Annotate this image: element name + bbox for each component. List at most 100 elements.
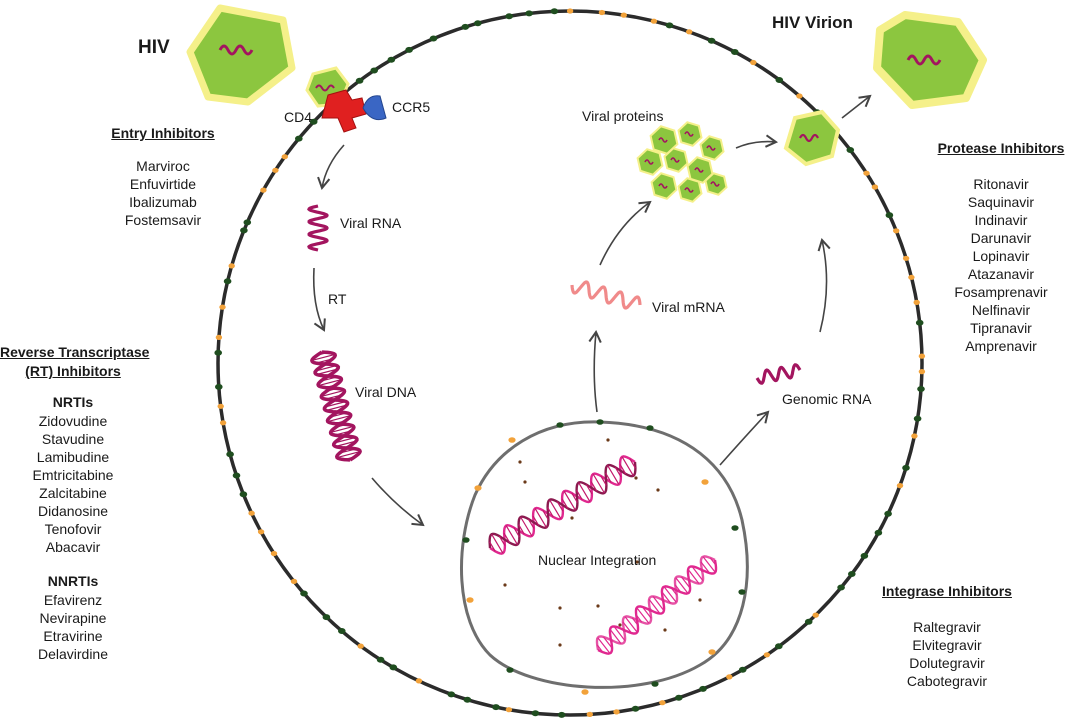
base-pair xyxy=(316,368,338,376)
membrane-protein-orange xyxy=(863,170,870,176)
base-pair xyxy=(489,541,496,552)
arrow-nucleus-to-genomic-rna xyxy=(719,410,770,466)
viral-mrna-strand xyxy=(570,280,642,310)
flow-arrows xyxy=(312,94,872,527)
base-pair xyxy=(327,415,351,423)
membrane-protein-dark xyxy=(731,49,739,55)
membrane-protein-orange xyxy=(763,652,771,658)
membrane-protein-dark xyxy=(429,35,438,42)
membrane-protein-dark xyxy=(322,614,331,621)
membrane-protein-dark xyxy=(447,691,456,698)
base-pair xyxy=(527,518,535,529)
chromatin-dot xyxy=(606,438,610,442)
base-pair xyxy=(688,577,692,582)
genomic-rna-strand xyxy=(755,363,802,385)
base-pair xyxy=(699,568,703,573)
nnrti-title: NNRTIs xyxy=(47,573,99,589)
base-pair xyxy=(311,353,336,361)
arrow-nucleus-to-mrna xyxy=(588,329,602,413)
chromatin-dot xyxy=(656,488,660,492)
viral-mrna-label: Viral mRNA xyxy=(652,299,725,315)
drug-item: Atazanavir xyxy=(967,266,1035,282)
membrane-protein-dark xyxy=(665,22,674,29)
base-pair xyxy=(621,456,634,477)
chromatin-dots xyxy=(503,438,702,647)
base-pair xyxy=(576,489,583,501)
viral-protein xyxy=(677,121,703,147)
cd4-receptor xyxy=(321,89,367,133)
membrane-protein-dark xyxy=(214,349,222,356)
base-pair xyxy=(321,389,345,397)
chromatin-dot xyxy=(523,480,527,484)
base-pair xyxy=(596,644,604,653)
base-pair xyxy=(556,501,564,512)
membrane-protein-orange xyxy=(911,433,918,439)
base-pair xyxy=(607,465,620,485)
rt-label: RT xyxy=(328,291,347,307)
membrane-protein-orange xyxy=(248,510,255,516)
base-pair xyxy=(648,599,661,614)
viral-protein xyxy=(699,135,725,161)
drug-item: Enfuvirtide xyxy=(129,176,197,192)
base-pair xyxy=(649,607,653,612)
membrane-protein-dark xyxy=(738,666,747,673)
protein-rna-squiggle xyxy=(658,137,668,143)
base-pair xyxy=(624,616,638,633)
base-pair xyxy=(320,376,338,382)
base-pair xyxy=(636,607,650,624)
drug-item: Lopinavir xyxy=(972,248,1030,264)
membrane-protein-orange xyxy=(505,707,513,713)
base-pair xyxy=(325,394,343,400)
chromatin-dot xyxy=(698,598,702,602)
chromatin-dot xyxy=(634,476,638,480)
membrane-protein-orange xyxy=(566,8,574,14)
arrow-dna-to-nucleus xyxy=(371,477,425,527)
base-pair xyxy=(614,466,622,478)
membrane-protein-dark xyxy=(775,77,784,83)
base-pair xyxy=(339,448,357,454)
base-pair xyxy=(661,591,672,604)
drug-item: Emtricitabine xyxy=(32,467,114,483)
membrane-protein-orange xyxy=(913,299,920,305)
base-pair xyxy=(609,629,622,644)
membrane-protein-dark xyxy=(223,278,232,285)
viral-protein-cluster xyxy=(636,121,728,203)
nuclear-pore xyxy=(508,437,516,443)
membrane-protein-dark xyxy=(837,584,845,591)
nuclear-pore xyxy=(651,681,659,687)
membrane-protein-dark xyxy=(557,711,566,718)
base-pair xyxy=(631,617,639,626)
drug-item: Efavirenz xyxy=(43,592,103,608)
chromatin-dot xyxy=(618,623,622,627)
base-pair xyxy=(563,490,576,511)
membrane-protein-dark xyxy=(885,212,894,219)
base-pair xyxy=(323,363,328,366)
membrane-protein-dark xyxy=(707,37,716,44)
membrane-protein-orange xyxy=(357,643,364,649)
base-pair xyxy=(335,423,347,428)
nuclear-pore xyxy=(708,649,716,655)
hiv-virion-mature xyxy=(873,11,987,109)
hiv-virion-label: HIV Virion xyxy=(772,13,853,32)
arrow-entry-to-rna xyxy=(317,144,345,191)
membrane-protein-dark xyxy=(915,319,924,326)
viral-rna-strand xyxy=(307,204,329,252)
membrane-protein-dark xyxy=(550,8,559,15)
viral-protein xyxy=(636,148,664,176)
membrane-protein-orange xyxy=(281,154,288,160)
membrane-protein-orange xyxy=(812,612,819,618)
base-pair xyxy=(610,637,614,642)
integrated-dna-lower xyxy=(595,555,718,655)
drug-item: Saquinavir xyxy=(967,194,1035,210)
nuclear-pore xyxy=(506,667,514,673)
membrane-protein-dark xyxy=(240,227,248,234)
membrane-protein-dark xyxy=(675,694,683,701)
base-pair xyxy=(326,387,338,392)
base-pair xyxy=(330,425,354,433)
budding-virion xyxy=(783,109,841,167)
base-pair xyxy=(317,351,328,356)
membrane-protein-dark xyxy=(848,571,856,577)
nuclear-pore xyxy=(556,422,564,428)
base-pair xyxy=(605,472,612,483)
viral-dna-helix xyxy=(310,350,362,462)
